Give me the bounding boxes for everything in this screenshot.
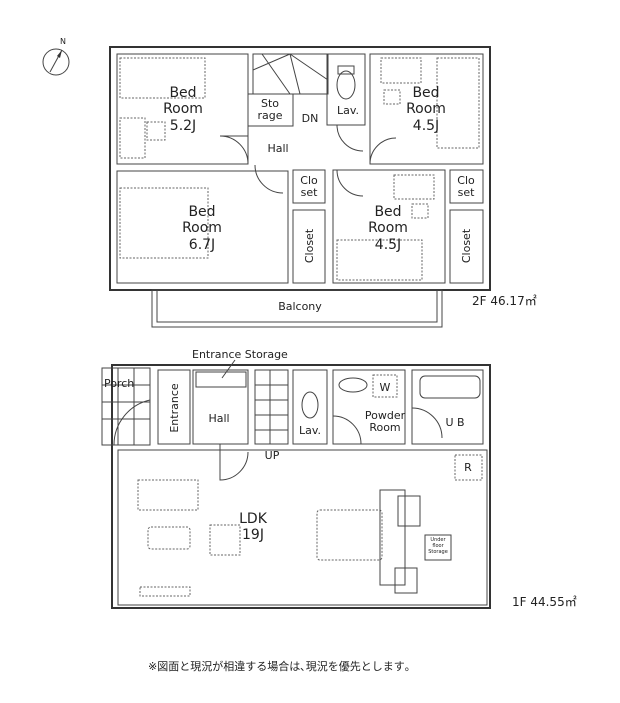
closet-label: set (458, 186, 475, 199)
stairs-down-label: DN (302, 112, 319, 125)
unit-bath (411, 369, 484, 445)
storage-label: Sto (261, 97, 279, 110)
closet-small-2 (449, 169, 484, 204)
ldk-label: LDK (239, 511, 268, 527)
underfloor-storage-label: Storage (428, 549, 448, 555)
north-label: N (60, 37, 66, 46)
bedroom-label: Room (163, 101, 203, 117)
hall-label: Hall (208, 412, 229, 425)
bedroom-6-7j (116, 170, 289, 284)
disclaimer-note: ※図面と現況が相違する場合は､現況を優先とします｡ (148, 659, 410, 673)
bedroom-label: Room (368, 220, 408, 236)
washer-label: W (380, 381, 391, 394)
powder-room-label: Powder (365, 409, 406, 422)
closet-label: Clo (300, 174, 318, 187)
storage-2f (247, 93, 294, 127)
closet-label: Clo (457, 174, 475, 187)
floor-1-area: 1F 44.55㎡ (512, 595, 577, 609)
unit-bath-label: U B (445, 416, 464, 429)
entrance-storage-label: Entrance Storage (192, 348, 288, 361)
floor-2-plan: Bed Room 5.2J Bed Room 4.5J Bed Room 6.7… (109, 46, 537, 328)
entrance-label: Entrance (168, 383, 181, 433)
bedroom-size: 4.5J (375, 237, 401, 253)
underfloor-storage-label: floor (432, 543, 444, 549)
stairs-2f (252, 53, 329, 95)
storage-label: rage (257, 109, 282, 122)
bedroom-label: Bed (188, 204, 215, 220)
bedroom-label: Bed (374, 204, 401, 220)
bedroom-size: 6.7J (189, 237, 215, 253)
powder-room (332, 369, 406, 445)
hall-1f (192, 369, 249, 445)
closet-small-1 (292, 169, 326, 204)
refrigerator-label: R (464, 461, 472, 474)
underfloor-storage-label: Under (430, 537, 446, 543)
floor-2-area: 2F 46.17㎡ (472, 294, 537, 308)
closet-1 (292, 209, 326, 284)
closet-2 (449, 209, 484, 284)
entrance (157, 369, 191, 445)
stairs-up-label: UP (265, 449, 280, 462)
porch-label: Porch (104, 377, 134, 390)
porch (101, 367, 151, 446)
lav-2f (326, 53, 366, 126)
bedroom-4-5j-upper (369, 53, 484, 165)
closet-label: Closet (460, 228, 473, 263)
bedroom-label: Room (406, 101, 446, 117)
bedroom-label: Room (182, 220, 222, 236)
lav-label: Lav. (337, 104, 359, 117)
bedroom-label: Bed (169, 85, 196, 101)
floor-1-plan: Entrance Storage Porch Entrance Hall UP … (101, 348, 577, 609)
bedroom-size: 4.5J (413, 118, 439, 134)
balcony-label: Balcony (278, 300, 322, 313)
ldk-size: 19J (242, 527, 264, 543)
ldk (117, 449, 488, 606)
bedroom-size: 5.2J (170, 118, 196, 134)
stairs-1f (254, 369, 289, 445)
bedroom-label: Bed (412, 85, 439, 101)
closet-label: Closet (303, 228, 316, 263)
lav-label: Lav. (299, 424, 321, 437)
closet-label: set (301, 186, 318, 199)
powder-room-label: Room (369, 421, 400, 434)
hall-label: Hall (267, 142, 288, 155)
compass-icon: N (42, 37, 70, 76)
lav-1f (292, 369, 328, 445)
bedroom-4-5j-lower (332, 169, 446, 284)
